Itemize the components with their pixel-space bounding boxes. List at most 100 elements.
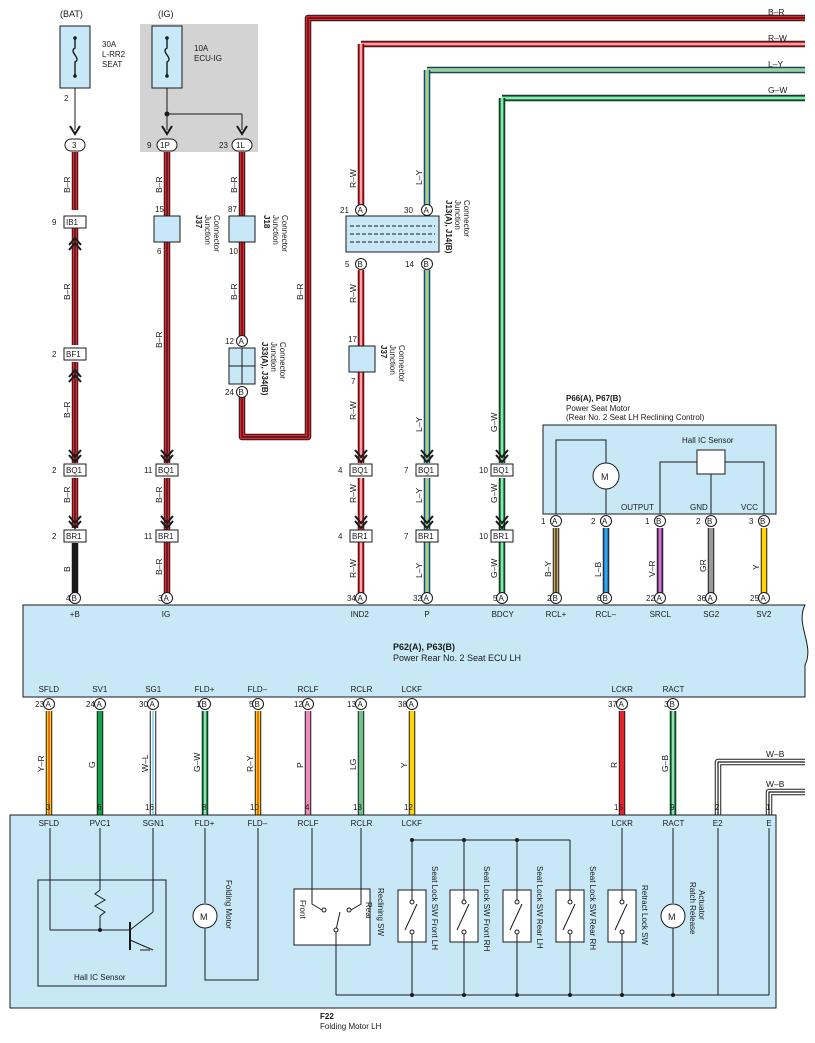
svg-text:15: 15 [614,803,623,812]
svg-text:RCL+: RCL+ [546,610,567,619]
svg-text:LCKF: LCKF [402,819,423,828]
svg-text:3: 3 [158,594,163,603]
svg-text:SFLD: SFLD [39,685,60,694]
svg-text:2: 2 [52,350,57,359]
svg-text:13: 13 [347,700,356,709]
j18-id: J18 [262,215,271,229]
j13-jc: Junction [453,200,462,230]
chev-br1-1 [160,515,174,530]
svg-text:SG1: SG1 [145,685,162,694]
chev-br1-2 [354,515,368,530]
j13-pin21-a: A [355,204,367,216]
svg-text:22: 22 [646,594,655,603]
j37-mid-pin17: 17 [348,335,357,344]
sw4-label: Seat Lock SW Rear RH [588,866,597,950]
lbl-br-2: B–R [62,283,72,300]
svg-text:FLD+: FLD+ [195,819,215,828]
svg-text:BF1: BF1 [66,350,81,359]
folding-title2: Folding Motor LH [320,1022,382,1031]
lbl-rw-2: R–W [348,284,358,303]
svg-text:6: 6 [597,594,602,603]
svg-text:2: 2 [547,594,552,603]
j33-pin-b: B [236,386,248,398]
fold-motor-m: M [200,912,208,922]
svg-text:RACT: RACT [663,819,685,828]
j37-left-id: J37 [194,215,203,229]
lock-switch-2 [449,840,479,995]
fold-hall-box [37,879,167,987]
lbl-br-1: B–R [62,176,72,193]
motor-m: M [601,472,609,482]
lbl-gw-2: G–W [489,484,499,503]
pin-1P: 9 [147,141,152,150]
motor-vcc: VCC [741,503,758,512]
svg-text:A: A [499,594,505,603]
svg-text:E2: E2 [713,819,723,828]
svg-text:+B: +B [70,610,80,619]
svg-text:B: B [603,594,608,603]
svg-text:BR1: BR1 [418,532,434,541]
fold-pin-e2: 2E2 [713,803,723,828]
svg-text:A: A [619,700,625,709]
svg-text:3: 3 [72,141,77,150]
lbl-rw-3: R–W [348,401,358,420]
lbl-ly-1: L–Y [414,170,424,185]
fold-pin-e: 1E [766,803,772,828]
conn-bf1: BF1 2 [52,347,87,361]
wire-wb-2 [765,788,805,815]
lbl-ig-4: B–R [154,558,164,575]
svg-text:4: 4 [305,803,310,812]
lbl-j18-1: B–R [229,176,239,193]
svg-text:4: 4 [338,532,343,541]
ratch-m: M [668,912,676,922]
svg-text:3: 3 [664,700,669,709]
fuse-bat-name1: L-RR2 [102,50,126,59]
fuse-ig-amp: 10A [194,44,209,53]
fuse-bat-amp: 30A [102,40,117,49]
lock-switch-1 [397,840,427,995]
ecu-title2: Power Rear No. 2 Seat ECU LH [393,653,521,663]
svg-text:LCKR: LCKR [612,685,634,694]
lbl-gw-1: G–W [489,413,499,432]
svg-text:3: 3 [46,803,51,812]
lbl-ly-4: L–Y [414,563,424,578]
lbl-gw-b: G–W [192,753,202,772]
svg-text:4: 4 [66,594,71,603]
svg-text:SG2: SG2 [703,610,720,619]
svg-text:B: B [239,388,244,397]
j37-left-jc2: Connector [212,215,221,252]
chev-ib1 [68,236,82,251]
svg-text:16: 16 [145,803,154,812]
motor-pin-3B: B 3 [749,515,770,527]
j37-mid-jc2: Connector [397,345,406,382]
svg-text:RACT: RACT [663,685,685,694]
lbl-gw-3: G–W [489,559,499,578]
svg-text:6: 6 [97,803,102,812]
motor-title1: P66(A), P67(B) [566,394,621,403]
folding-pins: 3SFLD6PVC116SGN18FLD+10FLD–4RCLF13RCLR12… [39,803,772,828]
svg-text:BQ1: BQ1 [352,466,369,475]
recl-sw-box [293,888,371,946]
svg-text:5: 5 [493,594,498,603]
fuse-bat-name2: SEAT [102,60,122,69]
ecu-top-pin-b: B4+B [66,592,81,619]
svg-text:11: 11 [144,532,153,541]
folding-title1: F22 [320,1012,334,1021]
svg-text:FLD–: FLD– [248,685,268,694]
lbl-ig-2: B–R [154,331,164,348]
j18-pin10: 10 [229,247,238,256]
svg-text:B: B [424,260,429,269]
chev-bq1-3 [420,449,434,464]
